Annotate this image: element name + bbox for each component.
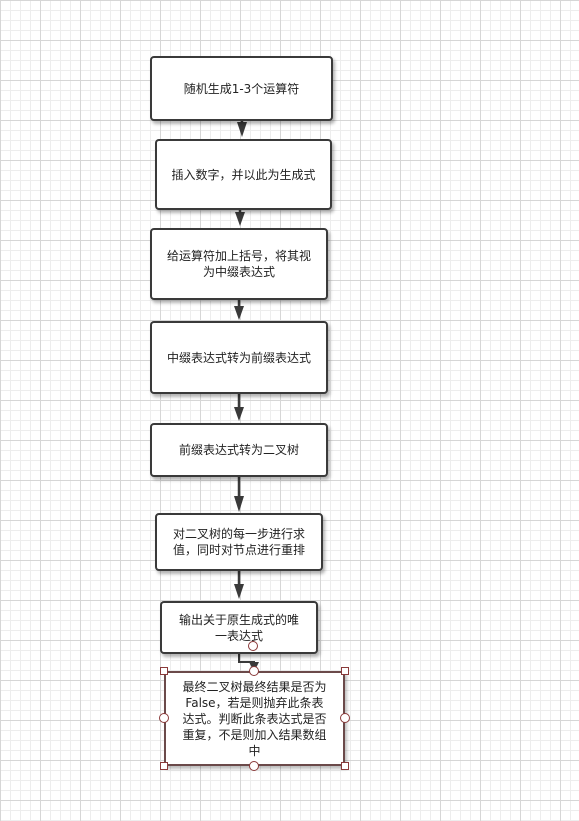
node-label: 随机生成1-3个运算符 [183,81,300,96]
node-label: 给运算符加上括号，将其视 为中缀表达式 [166,249,311,279]
node-label: 对二叉树的每一步进行求 值，同时对节点进行重排 [172,527,305,557]
edge-n6-n7[interactable] [234,571,244,599]
rotate-handle[interactable] [248,641,258,651]
flow-node-final-check[interactable]: 最终二叉树最终结果是否为 False，若是则抛弃此条表 达式。判断此条表达式是否… [164,671,345,766]
edge-n3-n4[interactable] [234,299,244,320]
resize-handle-bottom[interactable] [249,761,259,771]
flow-node-evaluate-tree[interactable]: 对二叉树的每一步进行求 值，同时对节点进行重排 [155,513,323,571]
flow-node-insert-numbers[interactable]: 插入数字，并以此为生成式 [155,139,332,210]
flow-node-add-brackets[interactable]: 给运算符加上括号，将其视 为中缀表达式 [150,228,328,300]
flow-node-infix-to-prefix[interactable]: 中缀表达式转为前缀表达式 [150,321,328,394]
edge-n5-n6[interactable] [234,476,244,512]
node-label: 输出关于原生成式的唯 一表达式 [178,612,299,643]
resize-handle-top[interactable] [249,666,259,676]
edge-n1-n2[interactable] [237,120,247,137]
resize-handle-top-left[interactable] [160,667,168,675]
flow-node-prefix-to-tree[interactable]: 前缀表达式转为二叉树 [150,423,328,477]
resize-handle-top-right[interactable] [341,667,349,675]
flow-node-output-expression[interactable]: 输出关于原生成式的唯 一表达式 [160,601,318,654]
node-label: 前缀表达式转为二叉树 [178,443,299,457]
edge-n2-n3[interactable] [235,210,245,226]
resize-handle-bottom-left[interactable] [160,762,168,770]
resize-handle-left[interactable] [159,713,169,723]
node-label: 插入数字，并以此为生成式 [171,167,316,182]
node-label: 最终二叉树最终结果是否为 False，若是则抛弃此条表 达式。判断此条表达式是否… [182,679,327,758]
resize-handle-bottom-right[interactable] [341,762,349,770]
edge-n4-n5[interactable] [234,393,244,421]
node-label: 中缀表达式转为前缀表达式 [166,350,311,365]
flow-node-generate-operators[interactable]: 随机生成1-3个运算符 [150,56,333,121]
resize-handle-right[interactable] [340,713,350,723]
